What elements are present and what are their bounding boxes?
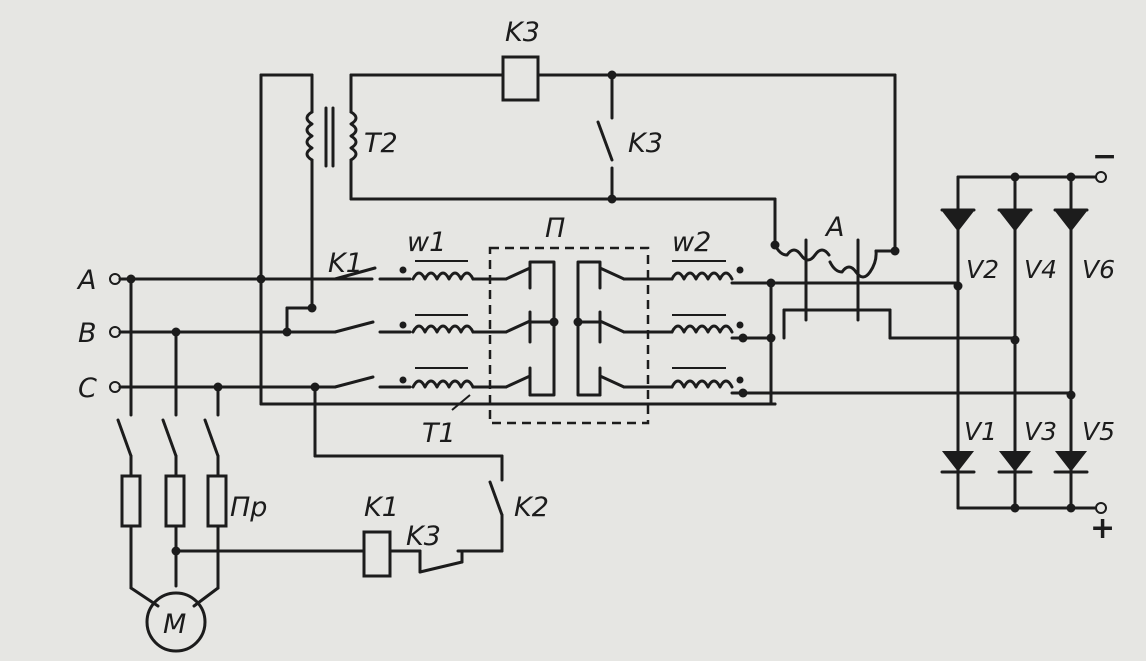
contact-k3-label: K3 (406, 521, 441, 552)
node (766, 333, 776, 343)
t1-leader (451, 394, 471, 411)
diode-v5-label: V5 (1082, 417, 1115, 446)
control-circuit (174, 385, 504, 578)
diode-v5 (1054, 451, 1088, 472)
node (738, 388, 748, 398)
node (1066, 503, 1076, 513)
relay-k1-coil (362, 530, 392, 578)
winding-w1-label: w1 (407, 227, 446, 258)
winding-w1 (399, 260, 492, 389)
current-transformer-a (773, 238, 1017, 340)
diode-v1 (941, 451, 975, 472)
transformer-t2 (259, 73, 777, 406)
diode-v4-label: V4 (1024, 255, 1057, 284)
minus-label: − (1092, 139, 1117, 174)
node (1010, 503, 1020, 513)
switch-p-box (488, 246, 650, 425)
diode-v4 (998, 211, 1032, 232)
contact-k3-top-label: K3 (628, 128, 663, 159)
terminal-minus (1095, 171, 1107, 183)
diode-v2-label: V2 (966, 255, 999, 284)
diodes-upper (940, 208, 1089, 232)
node (890, 246, 900, 256)
node (607, 70, 617, 80)
node (573, 317, 583, 327)
contact-k2-label: K2 (514, 492, 549, 523)
k1-contacts (285, 266, 412, 389)
diode-v3-label: V3 (1024, 417, 1057, 446)
fuses (120, 474, 228, 608)
input-terminals (109, 273, 121, 393)
transformer-t2-label: T2 (364, 128, 398, 159)
phase-wires (118, 277, 374, 417)
node (126, 274, 136, 284)
diode-v6-label: V6 (1082, 255, 1115, 284)
node (1010, 335, 1020, 345)
plus-label: + (1090, 511, 1115, 546)
node (549, 317, 559, 327)
node (171, 327, 181, 337)
node (213, 382, 223, 392)
diode-v1-label: V1 (964, 417, 997, 446)
node (307, 303, 317, 313)
diodes-lower (940, 451, 1089, 474)
main-breaker (116, 418, 220, 478)
motor (145, 591, 207, 653)
k3-loop (349, 55, 897, 253)
relay-k1-label: K1 (364, 492, 399, 523)
node (738, 333, 748, 343)
fuse-label: Пр (230, 492, 267, 523)
switch-p (488, 260, 650, 397)
phase-a-label: A (76, 265, 96, 296)
transformer-t1-label: T1 (422, 418, 456, 449)
terminal-plus (1095, 502, 1107, 514)
relay-k3-label: K3 (505, 17, 540, 48)
switch-p-label: П (545, 213, 565, 244)
winding-w2-label: w2 (672, 227, 711, 258)
phase-b-label: B (78, 318, 97, 349)
diode-v2 (941, 211, 975, 232)
diode-v3 (998, 451, 1032, 472)
node (607, 194, 617, 204)
motor-label: M (163, 609, 186, 640)
contact-k1-label: K1 (328, 248, 363, 279)
node (953, 281, 963, 291)
winding-w2 (646, 260, 960, 406)
current-transformer-label: A (824, 212, 844, 243)
diode-v6 (1054, 211, 1088, 232)
node (1066, 172, 1076, 182)
phase-c-label: C (78, 373, 97, 404)
node (766, 278, 776, 288)
node (1010, 172, 1020, 182)
relay-k3-coil (501, 55, 540, 102)
